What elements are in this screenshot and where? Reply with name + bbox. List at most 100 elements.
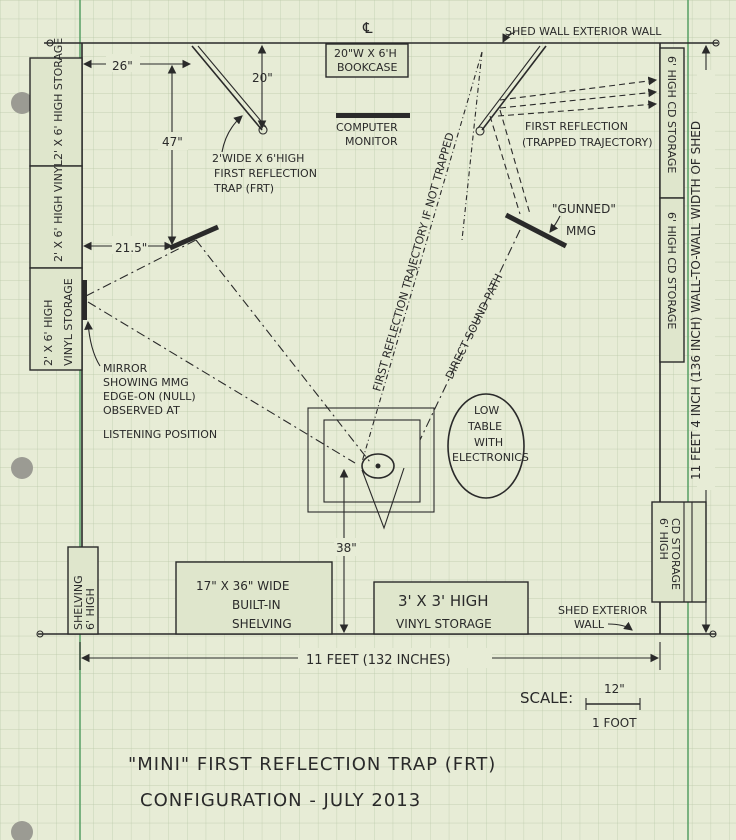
builtin-label-1: 17" X 36" WIDE	[196, 579, 289, 593]
vinyl-mid-label: 2' X 6' HIGH VINYL	[52, 159, 65, 262]
shelving-left-label-2: 6' HIGH	[84, 588, 97, 630]
mirror-label-5: LISTENING POSITION	[103, 428, 217, 441]
shed-wall-bottom-label-2: WALL	[574, 618, 605, 631]
wall-end-marker	[46, 39, 54, 47]
shed-wall-arrow	[502, 31, 516, 43]
gunned-arrow	[549, 215, 561, 233]
listener-head	[361, 453, 395, 479]
low-table-label-4: ELECTRONICS	[452, 451, 529, 464]
bookcase-label-2: BOOKCASE	[337, 61, 397, 74]
low-table-label-3: WITH	[474, 436, 503, 449]
mirror-label-2: SHOWING MMG	[103, 376, 189, 389]
dim-20-label: 20"	[252, 71, 273, 85]
trapped-ray-2	[499, 88, 658, 109]
mirror-label-4: OBSERVED AT	[103, 404, 180, 417]
cd-storage-mid-right	[659, 197, 685, 363]
builtin-label-2: BUILT-IN	[232, 598, 281, 612]
listener-center	[375, 463, 381, 469]
mirror-label-1: MIRROR	[103, 362, 148, 375]
title-line-2: CONFIGURATION - JULY 2013	[140, 790, 421, 811]
direct-sound-ray	[419, 229, 521, 441]
shelving-left	[67, 546, 99, 635]
mini-frt-left	[168, 224, 220, 251]
mirror-label-3: EDGE-ON (NULL)	[103, 390, 196, 403]
bookcase-label-1: 20"W X 6'H	[334, 47, 397, 60]
title-line-1: "MINI" FIRST REFLECTION TRAP (FRT)	[128, 754, 496, 775]
frt-top-right-panel	[481, 45, 547, 131]
frt-label-1: 2'WIDE X 6'HIGH	[212, 152, 304, 165]
computer-monitor	[336, 113, 410, 118]
dim-26-label: 26"	[112, 59, 133, 73]
monitor-label-1: COMPUTER	[336, 121, 398, 134]
first-refl-untrapped-ray	[361, 51, 483, 463]
wall-end-marker	[36, 630, 44, 638]
shed-wall-bottom-arrow	[607, 621, 633, 631]
monitor-label-2: MONITOR	[345, 135, 398, 148]
fr-trapped-label-2: (TRAPPED TRAJECTORY)	[522, 136, 653, 149]
mirror-ray-upper	[85, 239, 197, 297]
low-table	[447, 393, 525, 499]
frt-top-right-panel-edge	[477, 45, 541, 129]
vinyl-storage-label-1: 2' X 6' HIGH	[42, 300, 55, 366]
mirror	[82, 280, 87, 320]
storage-top-label: 2' X 6' HIGH STORAGE	[52, 38, 65, 160]
wall-end-marker	[709, 630, 717, 638]
depth-dimension-label: 11 FEET 4 INCH (136 INCH) WALL-TO-WALL W…	[689, 121, 703, 480]
vinyl-storage-label-2: VINYL STORAGE	[62, 278, 75, 366]
builtin-shelving	[175, 561, 333, 635]
mmg-speaker-right	[504, 212, 568, 249]
scale-12-label: 12"	[604, 682, 625, 696]
gunned-label-1: "GUNNED"	[552, 202, 616, 216]
builtin-label-3: SHELVING	[232, 617, 292, 631]
binder-hole-middle	[11, 457, 33, 479]
width-dimension-label: 11 FEET (132 INCHES)	[306, 653, 451, 668]
shed-wall-top-label: SHED WALL EXTERIOR WALL	[505, 25, 662, 38]
mirror-arrow	[84, 320, 101, 367]
frt-top-left-panel	[191, 45, 263, 131]
trapped-ray-3	[497, 100, 658, 117]
dim-38-bg	[334, 538, 360, 556]
vinyl-storage-3x3	[373, 581, 529, 635]
vinyl-3x3-label-2: VINYL STORAGE	[396, 617, 492, 631]
frt-label-2: FIRST REFLECTION	[214, 167, 317, 180]
trapped-path-link	[499, 109, 531, 215]
cd-storage-top-label: 6' HIGH CD STORAGE	[665, 56, 678, 173]
chair-wedge	[361, 467, 405, 530]
dim-38-label: 38"	[336, 541, 357, 555]
mirror-ray-lower	[87, 301, 356, 464]
shelving-left-label-1: SHELVING	[72, 575, 85, 630]
gunned-label-2: MMG	[566, 224, 596, 238]
shed-wall-bottom-label-1: SHED EXTERIOR	[558, 604, 648, 617]
vinyl-3x3-label-1: 3' X 3' HIGH	[398, 592, 489, 610]
trapped-ray-1	[499, 76, 658, 101]
centerline-symbol: ℄	[362, 19, 373, 37]
cd-storage-bottom-label-2: CD STORAGE	[669, 518, 682, 590]
low-table-label-1: LOW	[474, 404, 499, 417]
frt-top-left-panel-edge	[197, 45, 267, 128]
left-refl-ray	[195, 239, 371, 463]
dim-47-label: 47"	[162, 135, 183, 149]
first-refl-upper	[461, 51, 483, 241]
cd-storage-mid-label: 6' HIGH CD STORAGE	[665, 212, 678, 329]
binder-hole-bottom	[11, 821, 33, 840]
bookcase	[325, 43, 409, 78]
cd-storage-bottom-right	[651, 501, 707, 603]
frt-arrow	[221, 115, 243, 153]
dim-215-bg	[112, 236, 148, 254]
cd-storage-bottom-label-1: 6' HIGH	[657, 518, 670, 560]
frt-pivot	[258, 125, 268, 135]
wall-end-marker	[712, 39, 720, 47]
dim-47-bg	[158, 132, 188, 150]
width-dimension-bg	[298, 648, 492, 668]
trapped-path-link-2	[489, 115, 521, 215]
storage-top-left	[29, 57, 83, 167]
scale-foot-label: 1 FOOT	[592, 716, 637, 730]
depth-dimension-bg	[697, 70, 715, 490]
scale-label: SCALE:	[520, 689, 573, 707]
fr-trapped-label-1: FIRST REFLECTION	[525, 120, 628, 133]
vinyl-mid-left	[29, 165, 83, 269]
frt-label-3: TRAP (FRT)	[213, 182, 274, 195]
low-table-label-2: TABLE	[467, 420, 502, 433]
binder-hole-top	[11, 92, 33, 114]
